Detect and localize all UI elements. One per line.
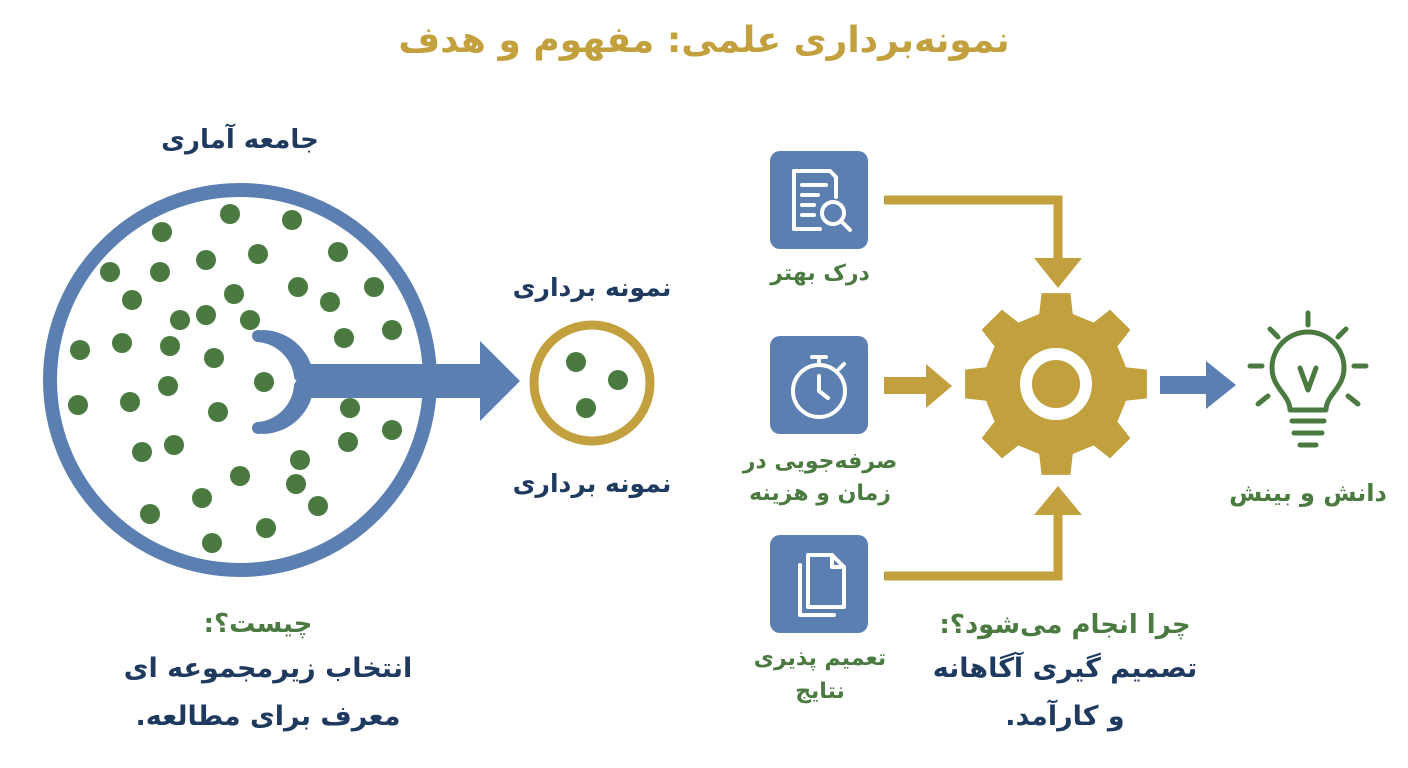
population-dot [240, 310, 260, 330]
sample-dot [576, 398, 596, 418]
population-dots [68, 204, 402, 553]
benefit-label-generalization-line-2: نتایج [795, 679, 845, 704]
population-dot [338, 432, 358, 452]
sample-dot [608, 370, 628, 390]
result-arrow-shaft [1160, 376, 1208, 394]
population-dot [328, 242, 348, 262]
population-dot [290, 450, 310, 470]
connector-middle [884, 377, 928, 394]
population-dot [248, 244, 268, 264]
document-search-icon [792, 169, 852, 232]
population-dot [160, 336, 180, 356]
population-dot [140, 504, 160, 524]
connector-top-arrowhead [1034, 258, 1082, 288]
population-dot [208, 402, 228, 422]
population-dot [308, 496, 328, 516]
population-dot [158, 376, 178, 396]
population-dot [164, 435, 184, 455]
gear-hub [1038, 366, 1074, 402]
benefit-label-understanding: درک بهتر [770, 261, 870, 286]
sample-dots [566, 352, 628, 418]
population-dot [288, 277, 308, 297]
benefit-icon-box-generalization [770, 535, 868, 633]
sample-circle [529, 320, 655, 446]
benefit-label-saving-line-2: زمان و هزینه [749, 481, 891, 506]
population-dot [204, 348, 224, 368]
sample-dot [566, 352, 586, 372]
stopwatch-icon [791, 355, 847, 419]
sampling-arrow-shaft [298, 364, 484, 398]
result-arrow-head [1206, 361, 1236, 409]
connector-middle-arrowhead [926, 364, 952, 408]
connector-bottom [884, 510, 1063, 581]
connector-top [884, 195, 1063, 262]
population-dot [382, 420, 402, 440]
benefit-label-saving-line-1: صرفه‌جویی در [742, 449, 898, 474]
sample-label-bottom: نمونه برداری [512, 469, 672, 498]
population-dot [254, 372, 274, 392]
what-line-2: معرف برای مطالعه. [135, 701, 401, 732]
population-dot [192, 488, 212, 508]
population-dot [224, 284, 244, 304]
population-label: جامعه آماری [161, 125, 319, 155]
population-dot [340, 398, 360, 418]
lightbulb-icon [1247, 310, 1369, 448]
population-dot [196, 305, 216, 325]
population-dot [120, 392, 140, 412]
why-line-2: و کارآمد. [1005, 701, 1125, 732]
sampling-scoop [262, 330, 314, 434]
documents-icon [798, 553, 846, 617]
result-label: دانش و بینش [1229, 479, 1387, 507]
population-dot [256, 518, 276, 538]
gear-hole-ring [1020, 348, 1092, 420]
why-line-1: تصمیم گیری آگاهانه [932, 653, 1198, 684]
population-dot [220, 204, 240, 224]
population-dot [382, 320, 402, 340]
population-dot [196, 250, 216, 270]
population-dot [170, 310, 190, 330]
page-title: نمونه‌برداری علمی: مفهوم و هدف [398, 20, 1010, 61]
population-dot [286, 474, 306, 494]
population-dot [70, 340, 90, 360]
population-dot [68, 395, 88, 415]
population-dot [132, 442, 152, 462]
population-dot [334, 328, 354, 348]
benefit-icon-box-understanding [770, 151, 868, 249]
connector-bottom-arrowhead [1034, 486, 1082, 515]
population-dot [320, 292, 340, 312]
population-dot [122, 290, 142, 310]
population-dot [100, 262, 120, 282]
population-dot [112, 333, 132, 353]
sample-label-top: نمونه برداری [512, 273, 672, 302]
benefit-icon-box-saving [770, 336, 868, 434]
population-dot [282, 210, 302, 230]
population-dot [364, 277, 384, 297]
why-heading: چرا انجام می‌شود؟: [939, 610, 1191, 640]
benefit-label-generalization-line-1: تعمیم پذیری [753, 646, 887, 671]
sampling-arrow-head [480, 341, 520, 421]
population-dot [152, 222, 172, 242]
gear-icon [965, 293, 1147, 475]
what-line-1: انتخاب زیرمجموعه ای [123, 653, 413, 684]
what-heading: چیست؟: [203, 609, 313, 639]
population-dot [230, 466, 250, 486]
population-dot [150, 262, 170, 282]
population-dot [202, 533, 222, 553]
